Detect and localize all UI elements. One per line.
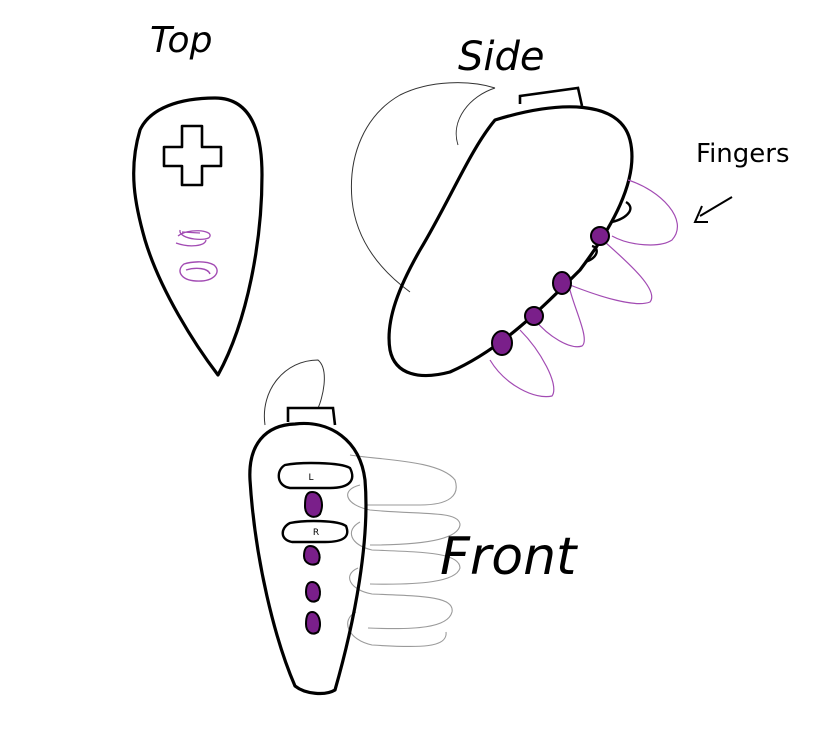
top-view-outline [132,96,264,377]
front-view-cable [263,359,325,426]
top-button-upper [175,229,211,247]
front-view-plug [286,406,337,426]
side-finger-hook-1 [611,200,632,224]
label-fingers: Fingers [696,139,790,169]
side-view-cable [350,82,496,293]
side-button-3 [524,306,544,326]
fingers-arrow-icon [693,196,733,223]
side-view-plug [518,86,584,107]
top-button-lower [179,261,218,282]
side-view [350,82,678,398]
side-button-4 [491,330,513,356]
side-finger-hook-2 [584,244,598,264]
front-button-4 [304,610,321,635]
front-button-3 [304,580,321,603]
label-front: Front [440,527,578,587]
side-finger-3 [534,289,585,348]
front-r-label: R [313,528,319,538]
label-side: Side [458,34,545,80]
front-button-1 [303,490,323,518]
dpad-icon [162,124,223,187]
side-button-2 [552,271,572,295]
front-hand-outline [347,454,461,648]
front-view: L R [248,359,461,696]
front-r-button[interactable] [281,519,349,544]
front-button-2 [302,544,321,566]
side-finger-1 [611,179,678,246]
side-finger-2 [569,241,653,305]
label-top: Top [150,20,212,61]
side-finger-4 [489,329,555,398]
front-view-outline [248,421,368,696]
front-l-button[interactable] [277,461,354,490]
side-button-1 [590,226,610,246]
front-l-label: L [308,473,313,483]
side-view-outline [387,105,634,378]
top-view [132,96,264,377]
